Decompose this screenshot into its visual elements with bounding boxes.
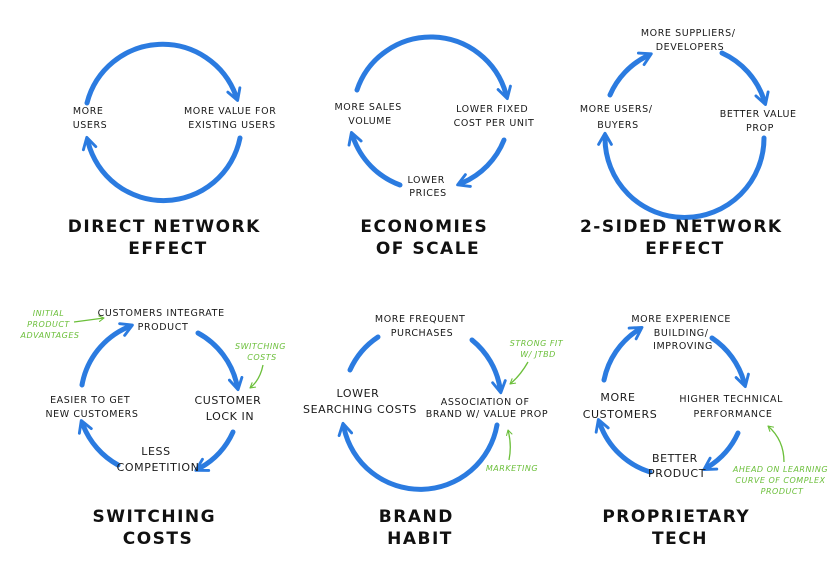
node-more-users: MORE USERS bbox=[73, 106, 108, 131]
diagram-brand-habit: MORE FREQUENT PURCHASES ASSOCIATION OF B… bbox=[303, 314, 566, 549]
diagram-2-sided-network-effect: MORE SUPPLIERS/ DEVELOPERS BETTER VALUE … bbox=[580, 28, 801, 259]
cycle-arc-top bbox=[354, 34, 512, 101]
cycle-arc-left bbox=[347, 131, 403, 188]
cycle-arc-top-right bbox=[709, 335, 750, 389]
node-more-experience: MORE EXPERIENCE BUILDING/ IMPROVING bbox=[631, 314, 734, 352]
diagram-title: 2-SIDED NETWORK EFFECT bbox=[580, 217, 790, 259]
cycle-arc-bottom bbox=[597, 131, 767, 220]
diagram-switching-costs: CUSTOMERS INTEGRATE PRODUCT CUSTOMER LOC… bbox=[20, 308, 289, 549]
cycle-arc-bottom bbox=[337, 421, 500, 492]
annotation-arrow bbox=[509, 361, 529, 385]
annotation-ahead-on-learning-curve: AHEAD ON LEARNING CURVE OF COMPLEX PRODU… bbox=[732, 465, 831, 496]
cycle-arc-top bbox=[84, 41, 242, 106]
cycle-arc-top-left bbox=[79, 322, 134, 388]
node-better-product: BETTER PRODUCT bbox=[648, 452, 706, 480]
node-more-customers: MORE CUSTOMERS bbox=[583, 391, 658, 421]
diagram-proprietary-tech: MORE EXPERIENCE BUILDING/ IMPROVING HIGH… bbox=[583, 314, 831, 549]
cycle-arc-right-top bbox=[719, 50, 770, 107]
diagram-direct-network-effect: MORE USERS MORE VALUE FOR EXISTING USERS… bbox=[68, 41, 280, 259]
annotation-arrow bbox=[73, 315, 105, 323]
node-more-suppliers-developers: MORE SUPPLIERS/ DEVELOPERS bbox=[641, 28, 739, 53]
diagram-title: BRAND HABIT bbox=[379, 507, 461, 549]
node-more-sales-volume: MORE SALES VOLUME bbox=[335, 102, 406, 127]
node-lower-searching-costs: LOWER SEARCHING COSTS bbox=[303, 387, 417, 416]
annotation-strong-fit-jtbd: STRONG FIT W/ JTBD bbox=[510, 339, 566, 359]
cycle-arc-bottom-right bbox=[702, 430, 741, 471]
node-better-value-prop: BETTER VALUE PROP bbox=[720, 109, 801, 134]
node-easier-new-customers: EASIER TO GET NEW CUSTOMERS bbox=[45, 395, 138, 420]
node-more-value-existing-users: MORE VALUE FOR EXISTING USERS bbox=[184, 106, 280, 131]
node-more-frequent-purchases: MORE FREQUENT PURCHASES bbox=[375, 314, 469, 339]
node-less-competition: LESS COMPETITION bbox=[117, 445, 200, 474]
node-lower-fixed-cost: LOWER FIXED COST PER UNIT bbox=[454, 104, 535, 129]
annotation-arrow bbox=[506, 429, 513, 461]
annotation-marketing: MARKETING bbox=[486, 464, 538, 473]
node-more-users-buyers: MORE USERS/ BUYERS bbox=[580, 104, 656, 131]
cycle-arc-left-top bbox=[607, 51, 653, 98]
node-customer-lock-in: CUSTOMER LOCK IN bbox=[194, 394, 265, 423]
node-lower-prices: LOWER PRICES bbox=[407, 175, 448, 199]
diagram-title: DIRECT NETWORK EFFECT bbox=[68, 217, 268, 259]
cycle-arc-bottom-left bbox=[77, 419, 121, 468]
annotation-arrow bbox=[767, 425, 785, 463]
diagram-title: PROPRIETARY TECH bbox=[602, 507, 757, 549]
diagram-title: SWITCHING COSTS bbox=[92, 507, 223, 549]
annotation-arrow bbox=[249, 364, 264, 389]
cycle-arc-top-right bbox=[469, 337, 507, 395]
cycle-arc-right bbox=[456, 137, 507, 188]
cycle-arc-top-left bbox=[347, 334, 381, 373]
diagram-economies-of-scale: MORE SALES VOLUME LOWER FIXED COST PER U… bbox=[335, 34, 535, 259]
cycle-arc-bottom-left bbox=[594, 418, 653, 475]
node-customers-integrate-product: CUSTOMERS INTEGRATE PRODUCT bbox=[98, 308, 229, 333]
diagram-title: ECONOMIES OF SCALE bbox=[360, 217, 495, 259]
node-association-brand-value-prop: ASSOCIATION OF BRAND W/ VALUE PROP bbox=[426, 397, 548, 420]
node-higher-technical-performance: HIGHER TECHNICAL PERFORMANCE bbox=[679, 394, 786, 420]
annotation-initial-product-advantages: INITIAL PRODUCT ADVANTAGES bbox=[20, 309, 80, 340]
cycle-arc-top-left bbox=[601, 325, 644, 383]
annotation-switching-costs: SWITCHING COSTS bbox=[235, 342, 289, 362]
cycle-arc-bottom bbox=[81, 135, 243, 204]
cycle-arc-bottom-right bbox=[194, 429, 236, 472]
cycle-arc-top-right bbox=[195, 330, 244, 392]
